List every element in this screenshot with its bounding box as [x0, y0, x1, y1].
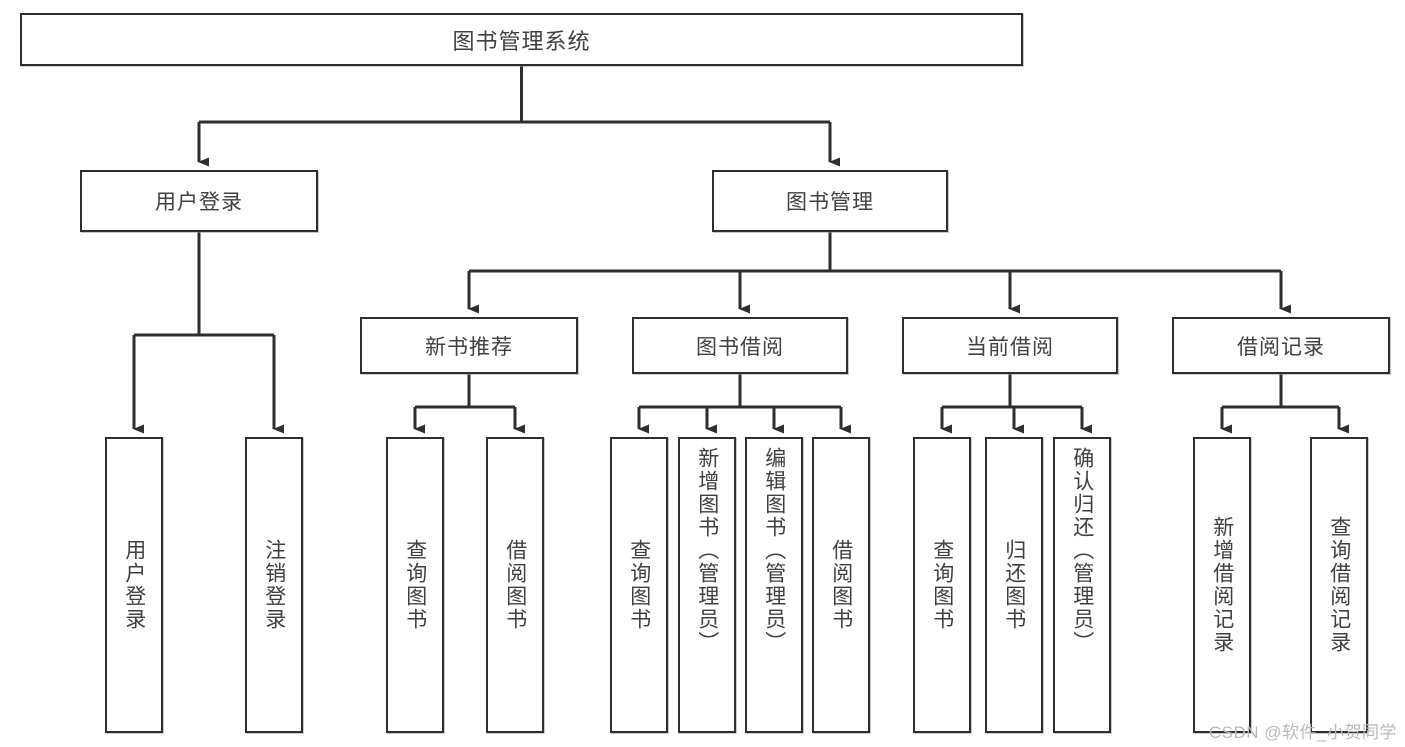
node-label: 编辑图书（管理员） — [762, 447, 786, 654]
node-label: 借阅图书 — [503, 539, 527, 631]
node-root-system[interactable]: 图书管理系统 — [20, 13, 1023, 66]
node-label: 查询借阅记录 — [1327, 516, 1351, 654]
node-label: 借阅图书 — [829, 539, 853, 631]
node-borrow-record[interactable]: 借阅记录 — [1172, 317, 1390, 374]
node-label: 归还图书 — [1002, 539, 1026, 631]
node-label: 图书借阅 — [696, 335, 784, 359]
node-label: 新增借阅记录 — [1210, 516, 1234, 654]
node-label: 借阅记录 — [1237, 335, 1325, 359]
node-user-login[interactable]: 用户登录 — [80, 170, 318, 232]
node-label: 用户登录 — [122, 539, 146, 631]
node-label: 注销登录 — [262, 539, 286, 631]
edges-userlogin-to-leaves — [132, 232, 284, 434]
node-label: 图书管理系统 — [452, 28, 591, 54]
node-new-book-recommend[interactable]: 新书推荐 — [360, 317, 578, 374]
node-book-borrow[interactable]: 图书借阅 — [632, 317, 848, 374]
node-leaf-user-logout[interactable]: 注销登录 — [245, 437, 303, 733]
node-label: 当前借阅 — [966, 335, 1054, 359]
node-leaf-edit-book-admin[interactable]: 编辑图书（管理员） — [745, 437, 803, 733]
node-label: 图书管理 — [786, 191, 874, 214]
node-leaf-add-book-admin[interactable]: 新增图书（管理员） — [678, 437, 736, 733]
node-leaf-query-book-recommend[interactable]: 查询图书 — [386, 437, 444, 733]
node-leaf-query-book-borrow[interactable]: 查询图书 — [610, 437, 668, 733]
node-leaf-borrow-book[interactable]: 借阅图书 — [812, 437, 870, 733]
node-leaf-user-login[interactable]: 用户登录 — [105, 437, 163, 733]
node-label: 查询图书 — [930, 539, 954, 631]
edges-bookmanage-to-level3 — [467, 232, 1291, 314]
node-leaf-query-borrow-record[interactable]: 查询借阅记录 — [1310, 437, 1368, 733]
node-label: 新增图书（管理员） — [695, 447, 719, 654]
node-label: 查询图书 — [403, 539, 427, 631]
edges-borrowrecord-to-leaves — [1220, 374, 1349, 434]
node-leaf-query-book-current[interactable]: 查询图书 — [913, 437, 971, 733]
node-leaf-add-borrow-record[interactable]: 新增借阅记录 — [1193, 437, 1251, 733]
node-current-borrow[interactable]: 当前借阅 — [902, 317, 1118, 374]
node-book-manage[interactable]: 图书管理 — [712, 170, 948, 232]
node-label: 查询图书 — [627, 539, 651, 631]
node-label: 新书推荐 — [425, 335, 513, 359]
edges-currentborrow-to-leaves — [940, 374, 1092, 434]
edges-bookborrow-to-leaves — [637, 374, 851, 434]
node-label: 确认归还（管理员） — [1070, 447, 1094, 654]
node-leaf-confirm-return-admin[interactable]: 确认归还（管理员） — [1053, 437, 1111, 733]
node-leaf-borrow-book-recommend[interactable]: 借阅图书 — [486, 437, 544, 733]
edges-root-to-level2 — [197, 66, 840, 167]
node-label: 用户登录 — [155, 191, 243, 214]
edges-newbookrec-to-leaves — [413, 374, 525, 434]
node-leaf-return-book[interactable]: 归还图书 — [985, 437, 1043, 733]
